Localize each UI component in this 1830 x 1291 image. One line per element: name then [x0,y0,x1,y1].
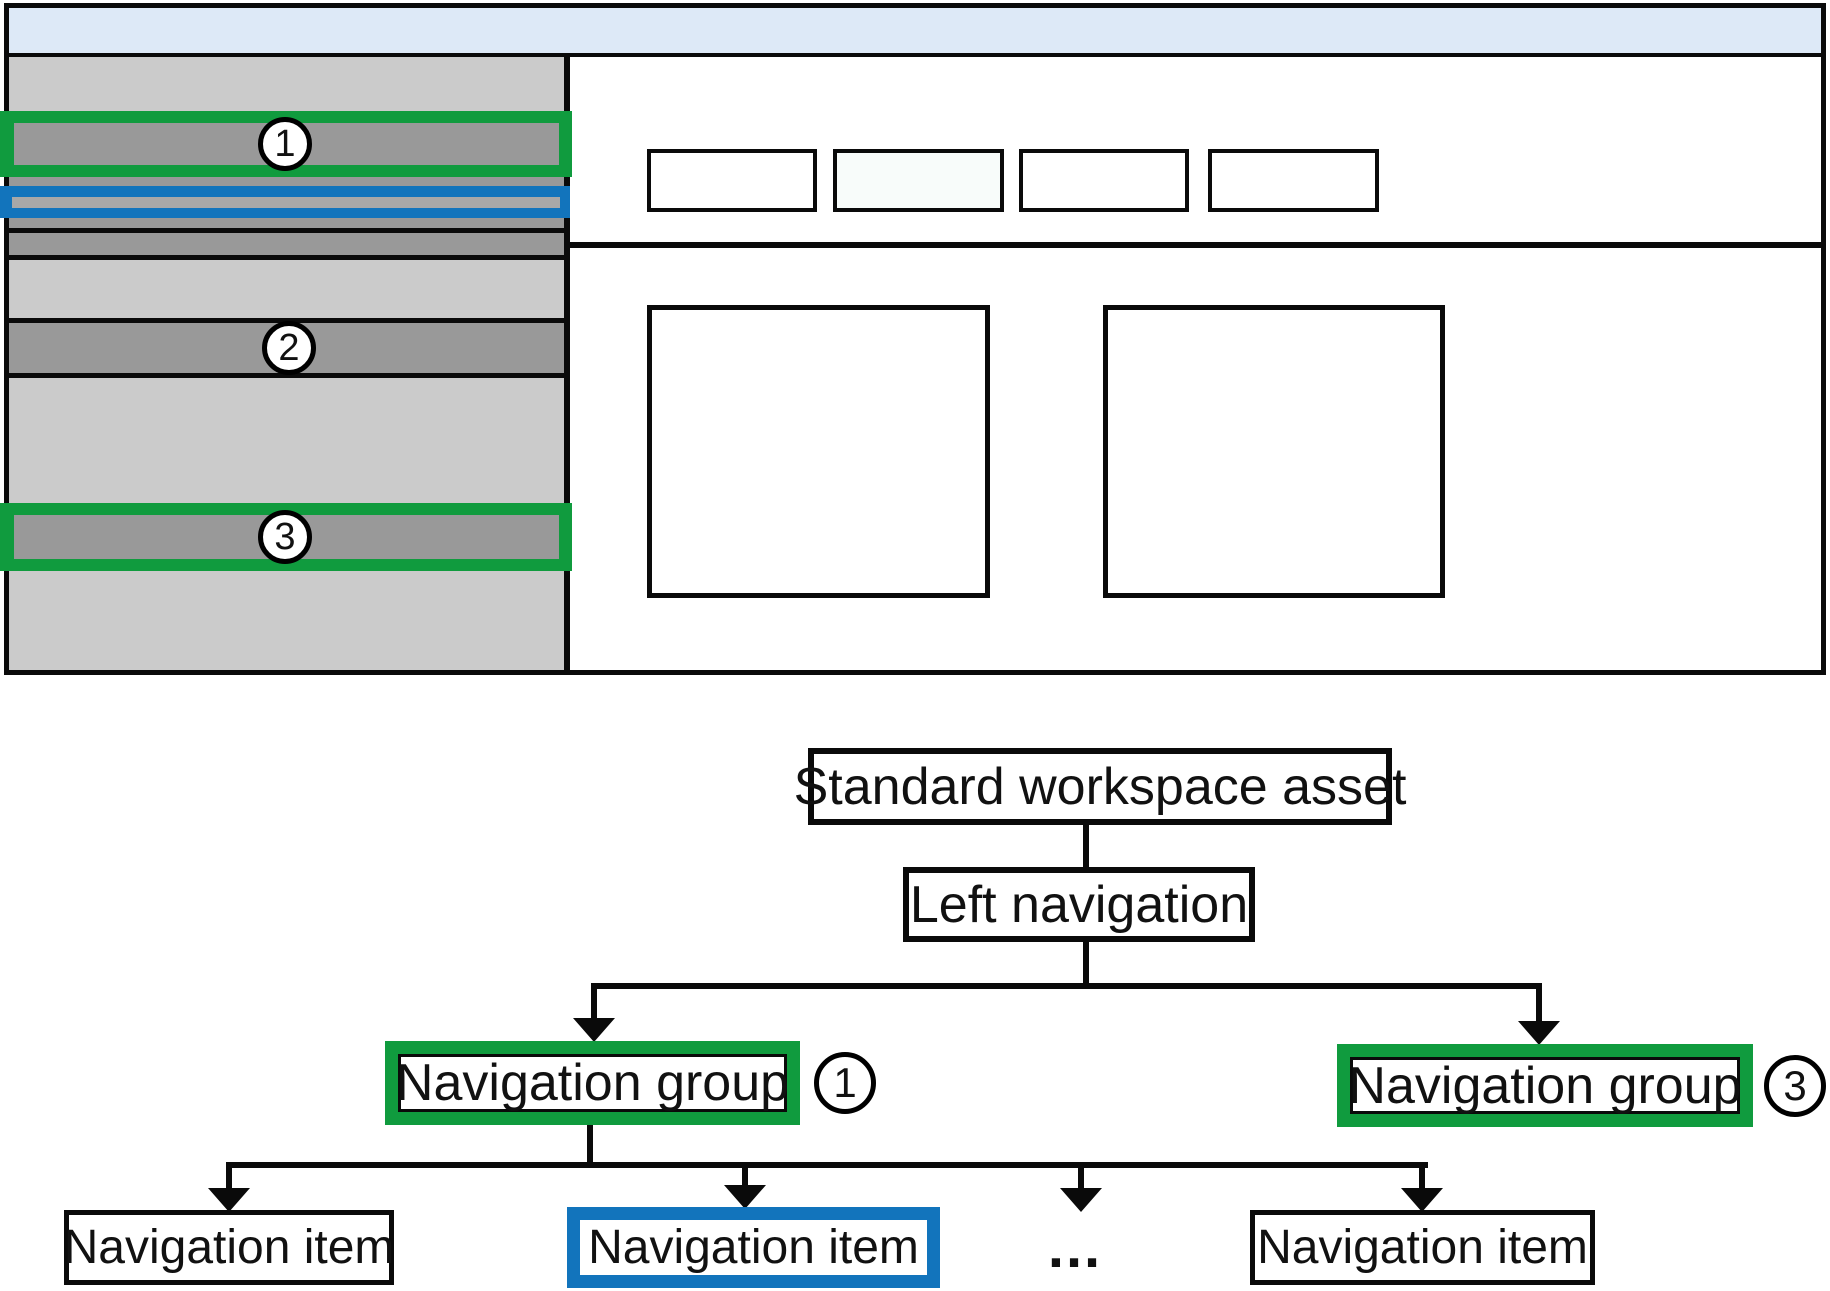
sidebar-separator-line [9,228,564,233]
tree-node-navigation-item: Navigation item [1250,1210,1595,1285]
arrow-down-icon [1518,1021,1560,1045]
tree-node-label: Navigation group [395,1054,790,1112]
callout-number: 1 [274,123,296,165]
sidebar-border-line [564,57,570,670]
connector-line [1536,983,1542,1023]
tab-placeholder-2-active [833,149,1004,212]
callout-number: 3 [1783,1062,1807,1109]
tab-placeholder-3 [1019,149,1189,212]
branch-line-groups [594,983,1542,989]
selected-nav-item-highlight [0,186,570,218]
tab-placeholder-4 [1208,149,1379,212]
tree-node-label: Standard workspace asset [793,757,1407,816]
connector-line [1083,942,1089,986]
tree-node-navigation-item: Navigation item [64,1210,394,1285]
nav-item-bar [12,197,560,208]
connector-line [226,1162,232,1190]
callout-1-badge: 1 [814,1052,876,1114]
connector-line [1083,825,1089,867]
arrow-down-icon [1401,1188,1443,1212]
sidebar-separator-line [9,318,564,323]
tree-node-left-navigation: Left navigation [903,867,1255,942]
connector-line [742,1162,748,1187]
callout-2-badge: 2 [262,321,316,375]
sidebar-separator-line [9,373,564,378]
content-divider-line [570,242,1821,248]
connector-line [591,983,597,1020]
connector-line [587,1125,593,1165]
tab-placeholder-1 [647,149,817,212]
tree-node-navigation-item-selected: Navigation item [567,1207,940,1288]
callout-number: 1 [833,1059,857,1106]
callout-number: 3 [274,516,296,558]
tree-node-standard-workspace-asset: Standard workspace asset [794,748,1406,825]
arrow-down-icon [573,1018,615,1042]
connector-line [1078,1162,1084,1190]
arrow-down-icon [724,1185,766,1209]
callout-1-badge: 1 [258,117,312,171]
branch-line-items [226,1162,1428,1168]
arrow-down-icon [208,1188,250,1212]
content-panel-1 [647,305,990,598]
sidebar-separator-line [9,255,564,260]
callout-3-badge: 3 [1764,1055,1826,1117]
tree-node-label: Left navigation [909,875,1249,934]
app-header-bar [9,8,1821,53]
connector-line [1419,1162,1425,1190]
callout-number: 2 [278,327,300,369]
header-divider-line [9,53,1821,57]
tree-node-label: Navigation item [1257,1221,1588,1274]
tree-node-label: Navigation group [1348,1056,1742,1115]
content-panel-2 [1103,305,1445,598]
tree-node-label: Navigation item [588,1221,919,1274]
nav-bar [9,233,564,255]
more-items-ellipsis: ... [1047,1214,1103,1280]
tree-node-label: Navigation item [63,1221,395,1274]
arrow-down-icon [1060,1188,1102,1212]
callout-3-badge: 3 [258,510,312,564]
tree-node-navigation-group-1: Navigation group [385,1041,800,1125]
tree-node-navigation-group-3: Navigation group [1337,1044,1753,1127]
